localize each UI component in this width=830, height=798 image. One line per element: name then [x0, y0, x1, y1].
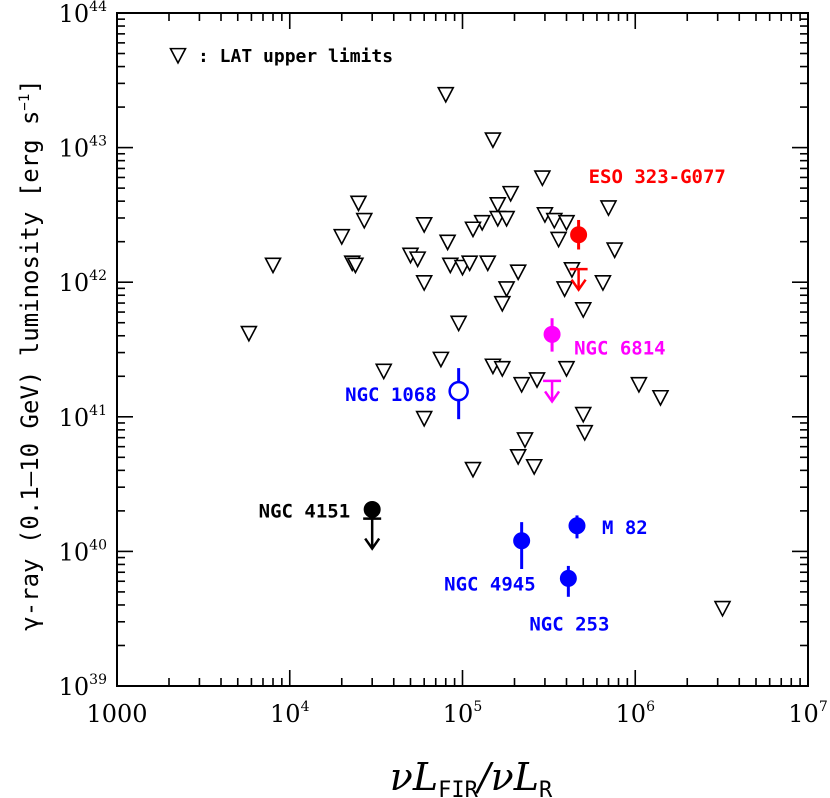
- upper-limit-point: [525, 458, 544, 476]
- upper-limit-point: [432, 351, 450, 369]
- data-point: [363, 500, 381, 518]
- source-ngc-253: NGC 253: [529, 565, 609, 635]
- y-tick-label: 1041: [59, 403, 107, 432]
- source-ngc-4945: NGC 4945: [444, 522, 536, 596]
- legend: : LAT upper limits: [169, 46, 393, 67]
- upper-limit-point: [415, 410, 434, 428]
- upper-limit-point: [497, 210, 516, 228]
- upper-limit-point: [349, 195, 368, 213]
- data-point: [513, 532, 531, 550]
- upper-limit-point: [574, 302, 593, 319]
- y-tick-label: 1039: [59, 672, 107, 701]
- upper-limit-point: [533, 170, 552, 188]
- upper-limit-point: [374, 363, 393, 381]
- x-tick-label: 106: [616, 699, 656, 728]
- upper-limit-point: [408, 251, 427, 269]
- upper-limit-point: [574, 406, 593, 424]
- upper-limit-point: [594, 275, 612, 292]
- legend-text: : LAT upper limits: [198, 46, 393, 67]
- upper-limit-point: [488, 196, 507, 214]
- upper-limit-point: [512, 376, 531, 394]
- upper-limit-point: [509, 264, 527, 282]
- upper-limit-point: [346, 257, 365, 275]
- upper-limit-point: [332, 228, 351, 246]
- upper-limit-point: [545, 212, 564, 230]
- upper-limit-point: [630, 376, 648, 394]
- upper-limit-point: [549, 231, 568, 249]
- upper-limit-point: [264, 257, 282, 275]
- upper-limit-point: [713, 600, 732, 618]
- legend-symbol: [169, 47, 187, 65]
- upper-limit-point: [464, 221, 482, 239]
- upper-limit-point: [509, 448, 527, 466]
- y-tick-label: 1044: [59, 0, 107, 28]
- upper-limit-point: [415, 216, 434, 234]
- limit-arrowhead: [570, 278, 587, 292]
- upper-limit-point: [651, 389, 670, 407]
- limit-arrowhead: [544, 390, 561, 404]
- limit-arrowhead: [364, 537, 381, 551]
- data-point: [570, 226, 588, 244]
- data-point: [543, 325, 561, 343]
- upper-limit-point: [516, 432, 534, 449]
- x-tick-label: 107: [788, 699, 827, 728]
- upper-limit-point: [528, 372, 546, 389]
- upper-limit-point: [575, 424, 594, 442]
- source-ngc-6814: NGC 6814: [543, 318, 666, 404]
- y-tick-label: 1042: [59, 268, 107, 297]
- upper-limit-point: [599, 200, 618, 217]
- upper-limit-point: [464, 461, 482, 479]
- upper-limit-point: [493, 360, 512, 378]
- upper-limit-point: [493, 295, 512, 313]
- source-ngc-1068: NGC 1068: [345, 368, 469, 420]
- source-ngc-4151: NGC 4151: [259, 500, 382, 551]
- axis-tick-labels: 1000 104 105 106 107 1039 1040 1041 1042 1043 1044: [59, 0, 828, 728]
- source-label: NGC 4945: [444, 574, 536, 596]
- data-point-open: [448, 380, 469, 402]
- upper-limit-point: [438, 234, 457, 252]
- upper-limit-point: [555, 281, 574, 298]
- source-m-82: M 82: [568, 515, 648, 539]
- source-eso-323-g077: ESO 323-G077: [569, 166, 726, 292]
- x-axis-title: νLFIR/νLR: [390, 755, 553, 798]
- upper-limit-point: [355, 212, 374, 230]
- upper-limit-point: [501, 185, 520, 203]
- source-label: ESO 323-G077: [589, 166, 726, 188]
- y-axis-title: γ-ray (0.1–10 GeV) luminosity [erg s−1]: [16, 79, 44, 630]
- source-label: NGC 4151: [259, 500, 351, 522]
- y-tick-label: 1040: [59, 537, 107, 566]
- upper-limit-point: [497, 281, 516, 298]
- upper-limit-point: [460, 255, 479, 273]
- upper-limit-point: [441, 257, 460, 275]
- upper-limit-point: [478, 255, 497, 273]
- data-point: [559, 569, 577, 587]
- axis-ticks: [116, 12, 809, 687]
- upper-limit-point: [436, 86, 455, 104]
- x-tick-label: 1000: [86, 700, 147, 728]
- source-label: NGC 1068: [345, 384, 437, 406]
- y-tick-label: 1043: [59, 134, 107, 163]
- upper-limit-point: [484, 132, 502, 150]
- upper-limit-point: [240, 325, 258, 343]
- source-label: M 82: [602, 517, 648, 539]
- source-label: NGC 6814: [574, 337, 666, 359]
- upper-limit-point: [557, 214, 576, 232]
- source-label: NGC 253: [529, 613, 609, 635]
- x-tick-label: 104: [270, 699, 310, 728]
- upper-limit-point: [449, 315, 468, 333]
- upper-limit-point: [415, 275, 434, 292]
- x-tick-label: 105: [443, 699, 482, 728]
- data-point: [568, 517, 586, 535]
- upper-limit-point: [557, 360, 576, 378]
- upper-limit-point: [605, 242, 624, 260]
